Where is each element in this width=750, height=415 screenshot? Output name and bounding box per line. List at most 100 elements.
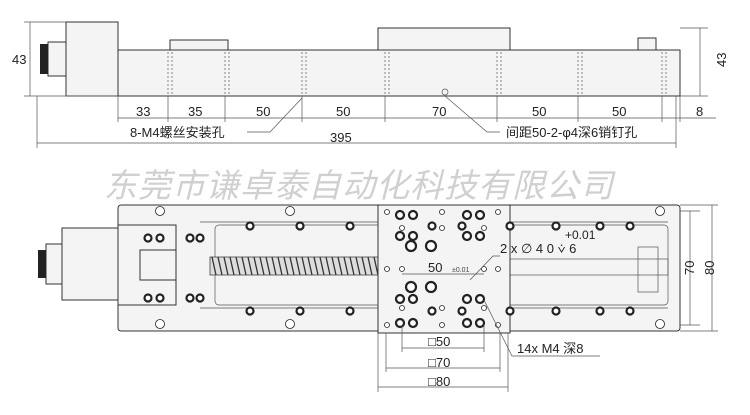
hole (461, 317, 473, 329)
square-50-label: □50 (428, 334, 450, 349)
hole (474, 317, 486, 329)
hole (345, 306, 355, 316)
width-outer-label: 80 (702, 261, 717, 275)
hole (407, 317, 419, 329)
hole (439, 322, 445, 328)
ball-screw (209, 256, 379, 276)
hole (285, 319, 295, 329)
hole (481, 266, 487, 272)
pin-holes-note: 间距50-2-φ4深6销钉孔 (506, 125, 637, 140)
side-view: 43 43 33 35 50 50 70 50 50 8 395 8-M4螺丝安… (12, 21, 729, 148)
hole (439, 209, 445, 215)
width-inner-label: 70 (682, 261, 697, 275)
hole (625, 221, 635, 231)
hole (427, 221, 437, 231)
hole (185, 233, 195, 243)
pin-tolerance: +0.01 (565, 228, 596, 242)
top-view: +0.01 2 x ∅ 4 0 ⩒ 6 50 ±0.01 70 80 14x M… (38, 204, 718, 392)
hole (384, 322, 390, 328)
spacing-label: 50 (256, 104, 270, 119)
hole (461, 230, 473, 242)
hole (461, 293, 473, 305)
hole (155, 293, 165, 303)
hole (384, 266, 390, 272)
hole (461, 209, 473, 221)
pin-spacing-tol: ±0.01 (452, 267, 470, 274)
square-70-label: □70 (428, 355, 450, 370)
mounting-holes (167, 52, 667, 96)
hole (155, 319, 165, 329)
screw-holes-note: 8-M4螺丝安装孔 (130, 125, 225, 140)
hole (407, 293, 419, 305)
spacing-label: 70 (432, 104, 446, 119)
height-right-label: 43 (714, 53, 729, 67)
hole (399, 225, 405, 231)
motor (40, 21, 119, 97)
hole (155, 206, 165, 216)
hole (551, 306, 561, 316)
hole (474, 230, 486, 242)
hole (195, 293, 205, 303)
carriage-plate (377, 204, 511, 334)
pin-hole (441, 88, 449, 96)
hole (384, 209, 390, 215)
spacing-label: 8 (696, 104, 703, 119)
hole (625, 306, 635, 316)
carriage-block (377, 27, 511, 51)
end-block (169, 39, 229, 51)
hole (439, 225, 445, 231)
end-cap (637, 37, 657, 51)
hole (457, 306, 467, 316)
hole (424, 280, 438, 294)
spacing-label: 33 (136, 104, 150, 119)
hole (295, 306, 305, 316)
total-length-label: 395 (330, 130, 352, 145)
motor-top (38, 224, 177, 306)
hole (474, 293, 486, 305)
hole (143, 233, 153, 243)
hole (439, 305, 445, 311)
hole (285, 206, 295, 216)
spacing-label: 35 (188, 104, 202, 119)
hole (245, 306, 255, 316)
spacing-label: 50 (336, 104, 350, 119)
hole (295, 221, 305, 231)
hole (505, 221, 515, 231)
hole (404, 239, 418, 253)
carriage-holes-note: 14x M4 深8 (517, 341, 583, 356)
hole (185, 293, 195, 303)
hole (407, 230, 419, 242)
hole (399, 266, 405, 272)
hole (495, 266, 501, 272)
hole (595, 221, 605, 231)
hole (495, 209, 501, 215)
company-watermark: 东莞市谦卓泰自动化科技有限公司 (104, 167, 616, 204)
hole (155, 233, 165, 243)
end-stop (637, 246, 659, 293)
hole (195, 233, 205, 243)
pin-callout: 2 x ∅ 4 0 ⩒ 6 (500, 241, 576, 256)
hole (394, 293, 406, 305)
hole (551, 221, 561, 231)
hole (481, 305, 487, 311)
hole (394, 317, 406, 329)
hole (394, 230, 406, 242)
hole (394, 209, 406, 221)
hole (655, 206, 665, 216)
hole (424, 239, 438, 253)
base-body (117, 49, 681, 97)
hole (407, 209, 419, 221)
pin-spacing-label: 50 (428, 260, 442, 275)
hole (595, 306, 605, 316)
hole (399, 305, 405, 311)
hole (655, 319, 665, 329)
hole (505, 306, 515, 316)
motor-knob (40, 44, 48, 74)
hole (345, 221, 355, 231)
hole (474, 209, 486, 221)
hole (404, 280, 418, 294)
height-left-label: 43 (12, 52, 26, 67)
square-80-label: □80 (428, 374, 450, 389)
hole (143, 293, 153, 303)
